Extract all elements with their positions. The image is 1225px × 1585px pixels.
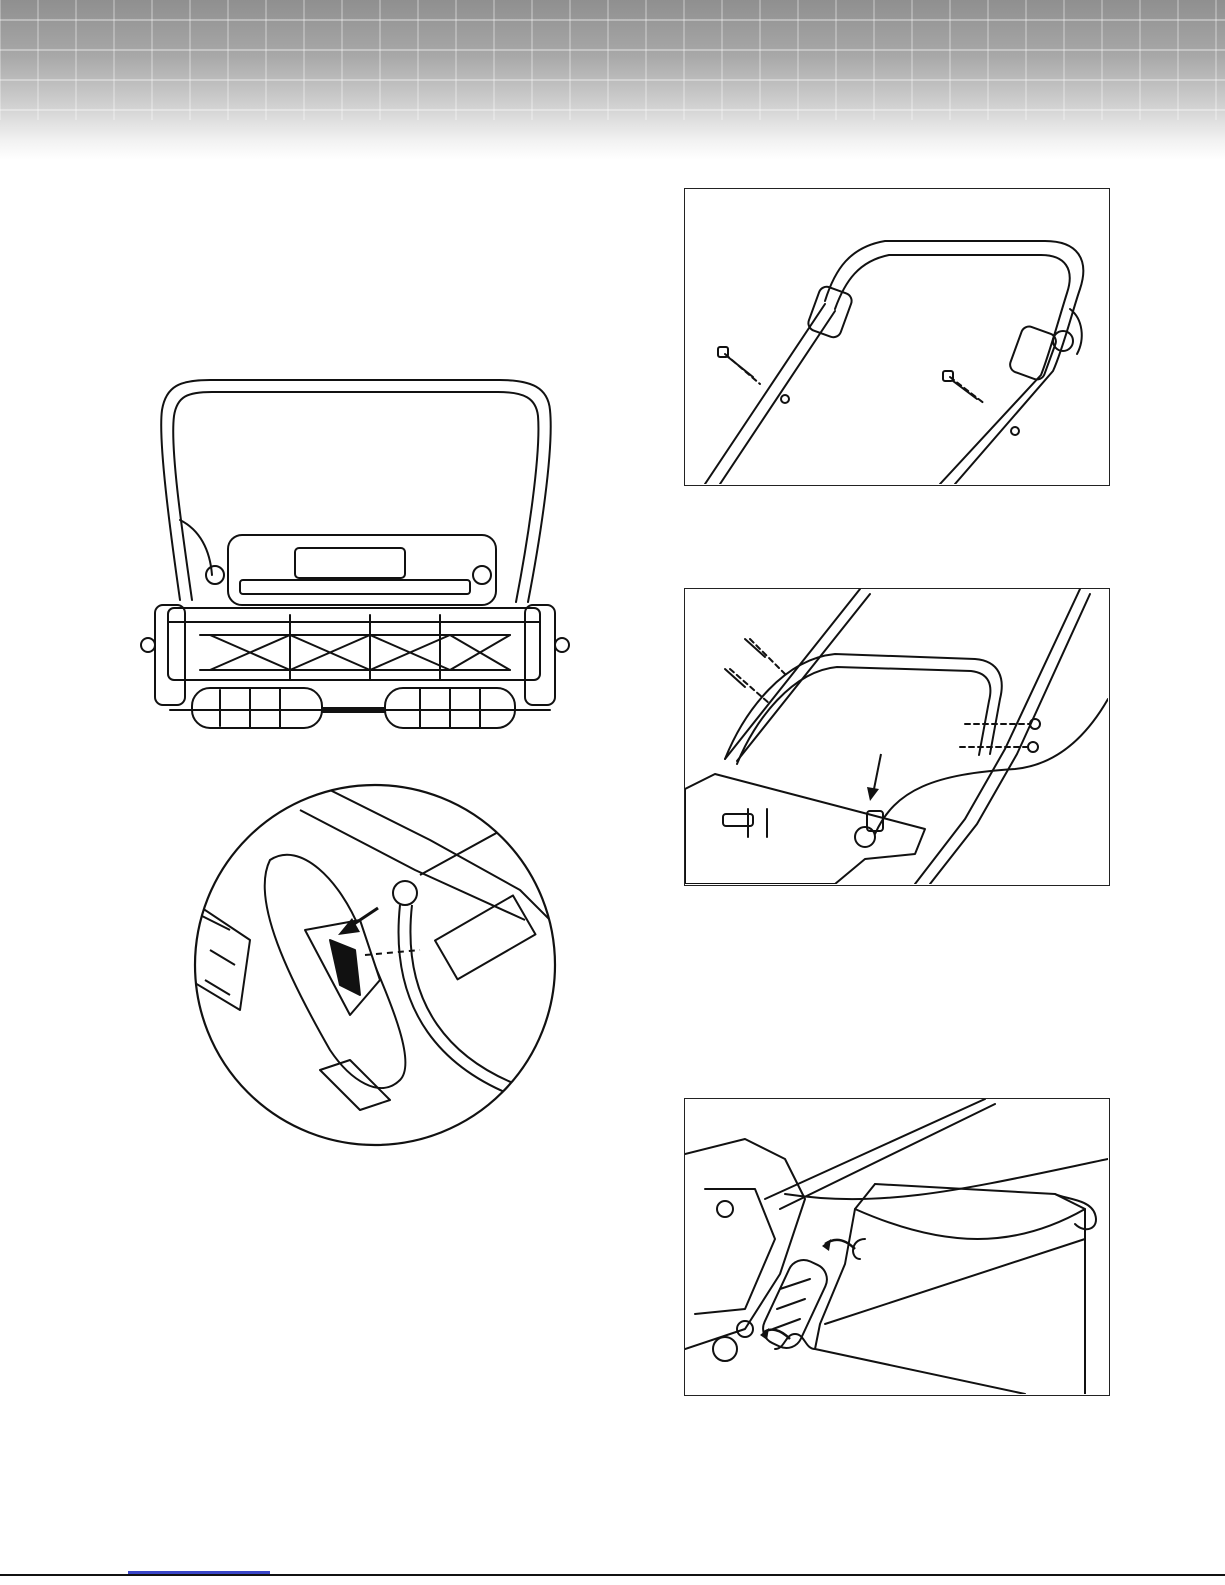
upper-handle-bolts bbox=[684, 188, 1110, 486]
header-band bbox=[0, 0, 1225, 160]
handle-clip-detail bbox=[190, 780, 560, 1150]
mower-front-view bbox=[140, 370, 580, 730]
grass-catcher-illustration bbox=[685, 1099, 1108, 1394]
magnified-clip-illustration bbox=[190, 780, 560, 1150]
mower-front-illustration bbox=[140, 370, 580, 730]
lower-handle-illustration bbox=[685, 589, 1108, 884]
upper-handle-illustration bbox=[685, 189, 1108, 484]
header-grid bbox=[0, 0, 1225, 160]
footer-rule bbox=[0, 1574, 1225, 1576]
grass-catcher-hooks bbox=[684, 1098, 1110, 1396]
lower-handle-bolts bbox=[684, 588, 1110, 886]
footer-link-bar[interactable] bbox=[128, 1571, 270, 1574]
